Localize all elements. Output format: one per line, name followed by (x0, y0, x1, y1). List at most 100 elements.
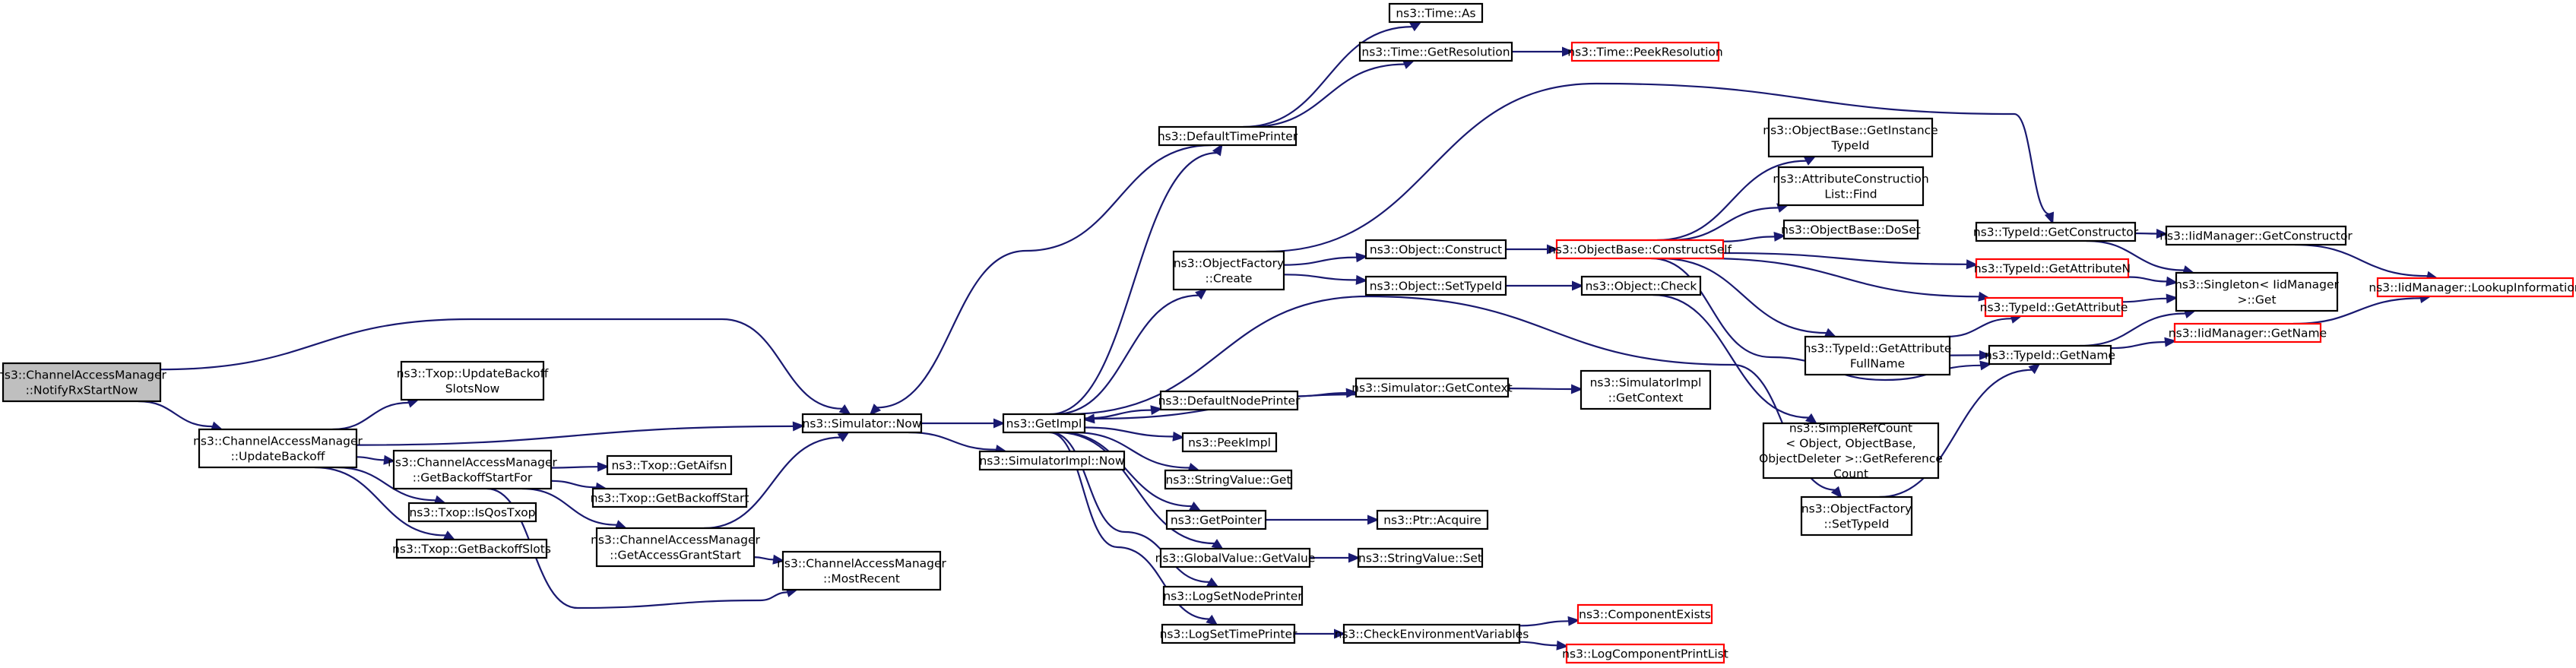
node-logcomponentprintlist[interactable]: ns3::LogComponentPrintList (1562, 643, 1728, 664)
node-cam-getbackoffstartfor[interactable]: ns3::ChannelAccessManager::GetBackoffSta… (388, 449, 558, 490)
arrowhead (1830, 486, 1842, 499)
arrowhead (1567, 616, 1580, 626)
node-cam-getaccessgrantstart[interactable]: ns3::ChannelAccessManager::GetAccessGran… (591, 527, 761, 568)
arrowhead (1348, 552, 1361, 563)
node-logsetnodeprinter[interactable]: ns3::LogSetNodePrinter (1162, 585, 1303, 606)
node-box (1342, 623, 1521, 644)
edge-defaulttimeprinter-to-time_getresolution (1250, 59, 1415, 128)
node-globalvalue-getvalue[interactable]: ns3::GlobalValue::GetValue (1155, 547, 1316, 568)
node-label: ns3::IidManager::GetConstructor (2159, 230, 2353, 243)
edge-updatebackoff-to-sim_now (356, 421, 805, 446)
node-object-check[interactable]: ns3::Object::Check (1580, 275, 1702, 296)
node-box (1767, 117, 1934, 158)
node-label: ns3::StringValue::Set (1358, 552, 1482, 565)
node-box (1388, 2, 1484, 24)
node-object-construct[interactable]: ns3::Object::Construct (1364, 239, 1507, 260)
node-box (1159, 547, 1311, 568)
node-box (781, 550, 942, 591)
node-txop-isqostxop[interactable]: ns3::Txop::IsQosTxop (407, 502, 537, 523)
arrowhead (383, 454, 396, 465)
node-typeid-getconstructor[interactable]: ns3::TypeId::GetConstructor (1973, 221, 2139, 242)
node-stringvalue-get[interactable]: ns3::StringValue::Get (1164, 469, 1293, 490)
node-time-as[interactable]: ns3::Time::As (1388, 2, 1484, 24)
node-typeid-getattributen[interactable]: ns3::TypeId::GetAttributeN (1974, 258, 2131, 279)
node-logsettimeprinter[interactable]: ns3::LogSetTimePrinter (1160, 623, 1298, 644)
node-sim-now[interactable]: ns3::Simulator::Now (801, 413, 923, 434)
node-typeid-getattribute[interactable]: ns3::TypeId::GetAttribute (1980, 296, 2128, 318)
edge-cam_getbackoffstartfor-to-txop_getaifsn (550, 461, 610, 472)
node-label: ns3::GetImpl (1006, 417, 1082, 431)
node-time-getresolution[interactable]: ns3::Time::GetResolution (1358, 41, 1513, 62)
node-label: ns3::Object::Construct (1370, 243, 1502, 257)
node-ptr-acquire[interactable]: ns3::Ptr::Acquire (1376, 509, 1489, 530)
node-txop-getbackoffstart[interactable]: ns3::Txop::GetBackoffStart (591, 487, 749, 508)
node-label: ns3::DefaultNodePrinter (1158, 394, 1301, 408)
node-singleton-get[interactable]: ns3::Singleton< IidManager>::Get (2175, 271, 2340, 312)
arrowhead (1172, 431, 1185, 442)
arrowhead (1402, 59, 1415, 69)
node-objectbase-doset[interactable]: ns3::ObjectBase::DoSet (1781, 219, 1921, 240)
node-time-peekresolution[interactable]: ns3::Time::PeekResolution (1567, 41, 1723, 62)
node-box (198, 428, 358, 469)
arrowhead (1803, 155, 1817, 166)
node-objectbase-constructself[interactable]: ns3::ObjectBase::ConstructSelf (1548, 239, 1732, 260)
node-txop-getbackoffslots[interactable]: ns3::Txop::GetBackoffSlots (392, 538, 551, 559)
node-label: ns3::Ptr::Acquire (1383, 514, 1481, 527)
node-box (1355, 377, 1510, 398)
edge-notify-to-sim_now (160, 318, 852, 416)
node-checkenvironmentvariables[interactable]: ns3::CheckEnvironmentVariables (1335, 623, 1529, 644)
edge-getpointer-to-ptr_acquire (1265, 514, 1380, 525)
node-label: ns3::SimulatorImpl (1590, 376, 1702, 390)
arrowhead (838, 404, 852, 416)
arrowhead (2166, 276, 2178, 287)
edge-line (1084, 426, 1174, 438)
node-getpointer[interactable]: ns3::GetPointer (1165, 509, 1267, 530)
node-iidmanager-lookupinformation[interactable]: ns3::IidManager::LookupInformation (2368, 277, 2576, 298)
node-getimpl[interactable]: ns3::GetImpl (1002, 413, 1086, 434)
node-defaultnodeprinter[interactable]: ns3::DefaultNodePrinter (1158, 390, 1301, 411)
node-simimpl-getcontext[interactable]: ns3::SimulatorImpl::GetContext (1580, 369, 1712, 410)
node-simplerefcount-getreferencecount[interactable]: ns3::SimpleRefCount< Object, ObjectBase,… (1759, 422, 1943, 481)
node-stringvalue-set[interactable]: ns3::StringValue::Set (1357, 547, 1484, 568)
node-box (1172, 250, 1285, 291)
edge-objectbase_constructself-to-typeid_getattributefullname (1660, 257, 1837, 338)
edge-checkenvironmentvariables-to-componentexists (1519, 616, 1580, 627)
node-object-settypeid[interactable]: ns3::Object::SetTypeId (1364, 275, 1507, 296)
node-box (1358, 41, 1513, 62)
node-label: ns3::LogComponentPrintList (1562, 647, 1728, 661)
node-typeid-getname[interactable]: ns3::TypeId::GetName (1985, 344, 2115, 366)
edge-notify-to-updatebackoff (138, 400, 223, 432)
node-iidmanager-getconstructor[interactable]: ns3::IidManager::GetConstructor (2159, 225, 2353, 246)
node-label: ns3::PeekImpl (1188, 436, 1271, 450)
arrowhead (1409, 21, 1422, 32)
node-box (1984, 296, 2124, 318)
node-label: ::GetBackoffStartFor (413, 471, 533, 485)
edge-getimpl-to-globalvalue_getvalue (1057, 431, 1225, 550)
node-txop-getaifsn[interactable]: ns3::Txop::GetAifsn (606, 454, 733, 476)
node-iidmanager-getname[interactable]: ns3::IidManager::GetName (2169, 322, 2327, 343)
node-box (1181, 432, 1278, 453)
edge-updatebackoff-to-cam_getbackoffstartfor (356, 454, 396, 465)
node-objectfactory-settypeid[interactable]: ns3::ObjectFactory::SetTypeId (1800, 495, 1913, 537)
node-label: ObjectDeleter >::GetReference (1759, 452, 1943, 466)
node-defaulttimeprinter[interactable]: ns3::DefaultTimePrinter (1158, 125, 1298, 147)
node-updatebackoff[interactable]: ns3::ChannelAccessManager::UpdateBackoff (193, 428, 363, 469)
node-box (1555, 239, 1725, 260)
arrowhead (442, 530, 456, 541)
node-cam-mostrecent[interactable]: ns3::ChannelAccessManager::MostRecent (777, 550, 947, 591)
node-box (591, 487, 748, 508)
node-simimpl-now[interactable]: ns3::SimulatorImpl::Now (978, 450, 1126, 471)
edge-sim_now-to-getimpl (920, 418, 1006, 429)
node-sim-getcontext[interactable]: ns3::Simulator::GetContext (1351, 377, 1513, 398)
arrowhead (1804, 413, 1818, 425)
node-peekimpl[interactable]: ns3::PeekImpl (1181, 432, 1278, 453)
node-label: ::GetAccessGrantStart (610, 549, 741, 562)
edge-typeid_getattributen-to-singleton_get (2128, 276, 2178, 287)
node-componentexists[interactable]: ns3::ComponentExists (1576, 603, 1713, 625)
node-objectfactory-create[interactable]: ns3::ObjectFactory::Create (1172, 250, 1285, 291)
